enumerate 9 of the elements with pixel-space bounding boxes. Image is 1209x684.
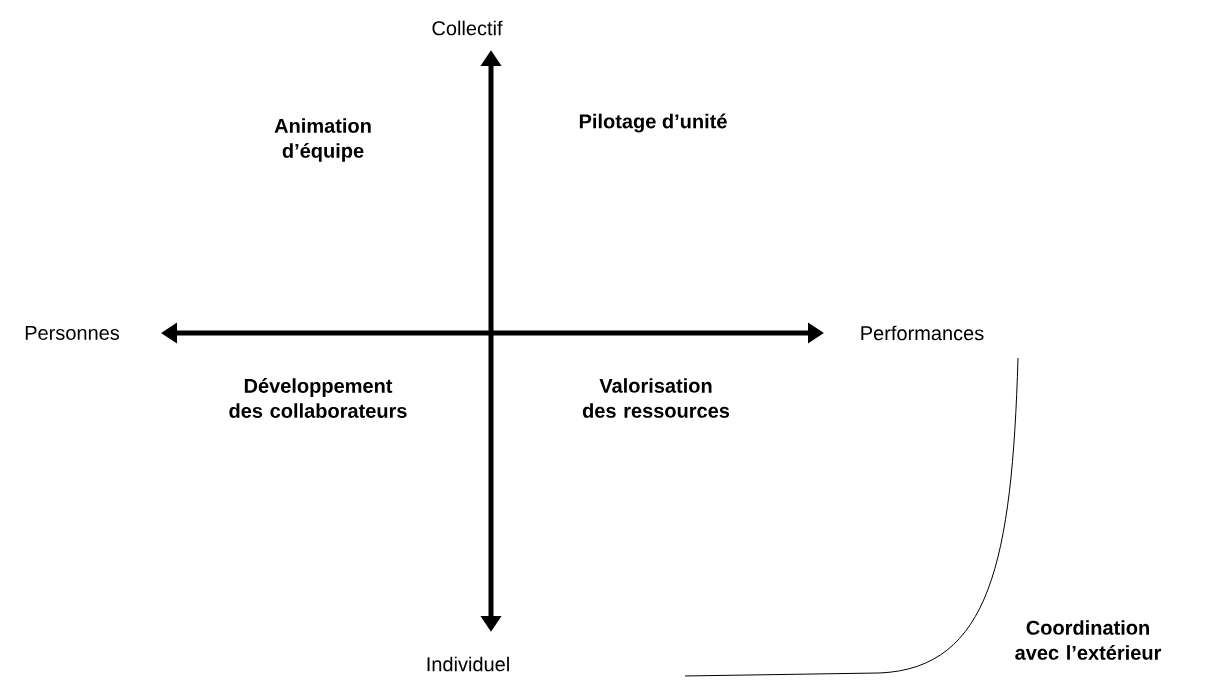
quadrant-label: Animation d’équipe xyxy=(274,118,371,162)
quadrant-label: Pilotage d’unité xyxy=(579,113,727,133)
axis-label: Performances xyxy=(861,325,984,341)
quadrant-label: Valorisation des ressources xyxy=(582,378,730,418)
axis-label: Collectif xyxy=(432,20,503,36)
quadrant-label: Développement des collaborateurs xyxy=(229,378,407,418)
axis-label: Personnes xyxy=(25,326,120,340)
axis-label: Individuel xyxy=(427,656,509,672)
callout-label: Coordination avec l’extérieur xyxy=(1015,620,1162,660)
